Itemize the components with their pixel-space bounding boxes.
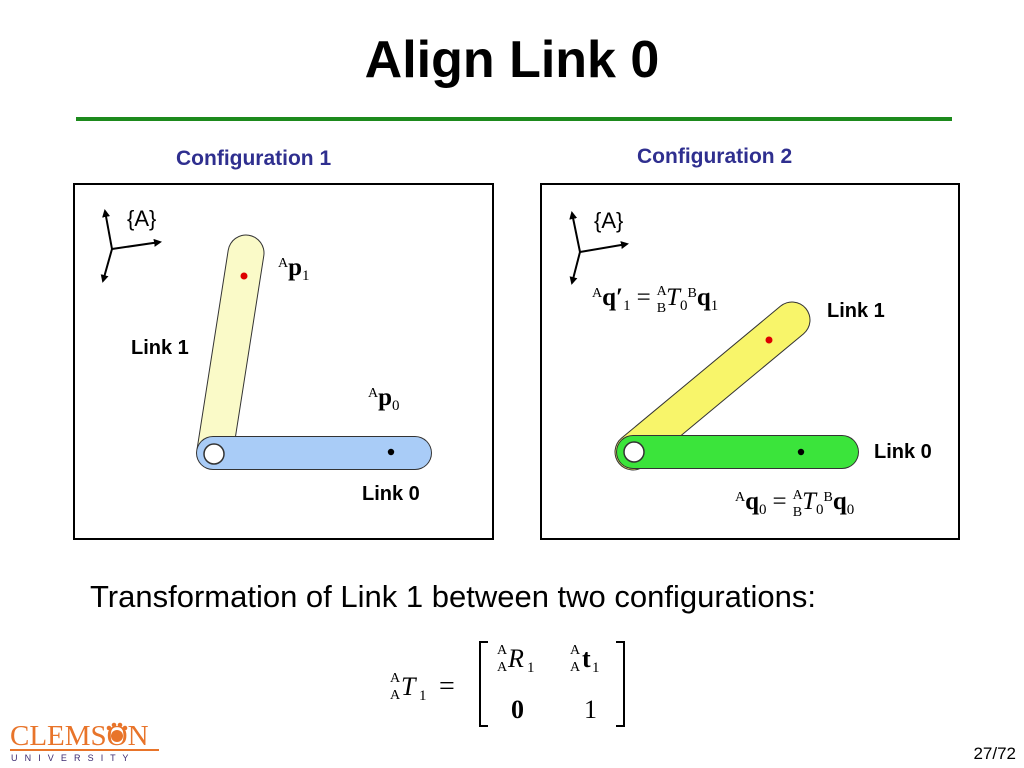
- svg-text:A: A: [570, 643, 581, 658]
- transform-matrix-equation: A A T 1 = A A R 1 A A t 1 0 1: [390, 641, 625, 727]
- logo-rule: [10, 749, 159, 751]
- label-p1: Ap1: [278, 254, 310, 284]
- label-p0: Ap0: [368, 384, 400, 414]
- link1-bar: [615, 302, 810, 470]
- svg-text:A: A: [390, 688, 401, 703]
- point-q0-dot: [797, 448, 805, 456]
- frame-a-label: {A}: [127, 206, 156, 231]
- svg-text:t: t: [582, 644, 591, 673]
- config2-label: Configuration 2: [637, 145, 793, 168]
- frame-a-axes-icon: [100, 209, 162, 283]
- svg-text:U N I V E R S I T Y: U N I V E R S I T Y: [11, 753, 131, 763]
- config1-label: Configuration 1: [176, 147, 332, 170]
- slide-title: Align Link 0: [364, 31, 660, 89]
- config1-diagram: {A} Ap1 Ap0 Link 1 Link 0: [100, 206, 432, 505]
- clemson-logo: CLEMSON U N I V E R S I T Y: [10, 720, 159, 763]
- caption: Transformation of Link 1 between two con…: [90, 579, 817, 614]
- matrix-right-bracket: [616, 641, 625, 727]
- link0-label: Link 0: [874, 441, 932, 463]
- svg-text:0: 0: [511, 695, 524, 724]
- config1-panel: {A} Ap1 Ap0 Link 1 Link 0: [73, 183, 494, 540]
- svg-text:A: A: [497, 643, 508, 658]
- svg-text:R: R: [507, 644, 524, 673]
- link1-label: Link 1: [827, 300, 885, 322]
- point-q1-dot: [765, 336, 773, 344]
- svg-text:CLEMSON: CLEMSON: [10, 720, 149, 752]
- paw-icon: [106, 722, 128, 742]
- svg-text:=: =: [439, 671, 455, 702]
- joint-pin: [203, 443, 225, 465]
- link0-label: Link 0: [362, 483, 420, 505]
- title-rule: [76, 117, 952, 121]
- svg-text:A: A: [390, 671, 401, 686]
- page-number: 27/72: [973, 744, 1016, 763]
- point-p0-dot: [387, 448, 395, 456]
- frame-a-axes-icon: [569, 211, 629, 285]
- svg-text:1: 1: [584, 695, 597, 724]
- point-p1-dot: [240, 272, 248, 280]
- frame-a-label: {A}: [594, 208, 623, 233]
- svg-text:1: 1: [419, 688, 427, 704]
- svg-text:T: T: [401, 672, 417, 701]
- link1-bar: [197, 235, 264, 469]
- matrix-left-bracket: [479, 641, 488, 727]
- svg-text:1: 1: [527, 660, 535, 676]
- svg-text:A: A: [497, 660, 508, 675]
- svg-text:1: 1: [592, 660, 600, 676]
- joint-pin: [623, 441, 645, 463]
- link1-label: Link 1: [131, 337, 189, 359]
- svg-text:A: A: [570, 660, 581, 675]
